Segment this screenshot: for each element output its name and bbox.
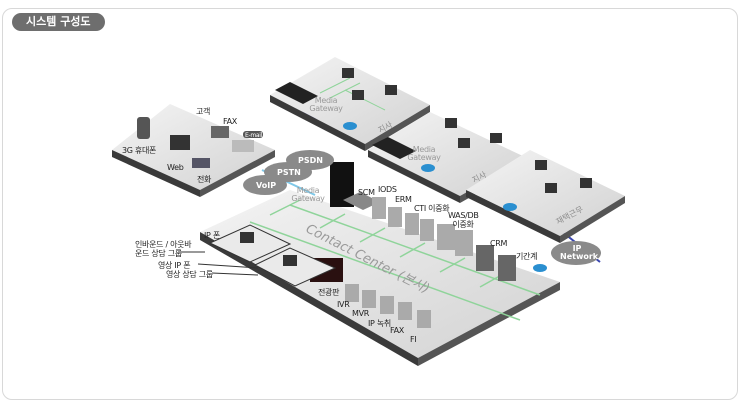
agent-monitor-icon xyxy=(240,232,254,243)
label-fax: FAX xyxy=(223,117,237,126)
label-customer: 고객 xyxy=(196,107,211,116)
server-icon xyxy=(372,197,386,219)
label-iods: IODS xyxy=(378,185,397,194)
gateway-label-branch-1: Media Gateway xyxy=(309,96,343,113)
scm-device-icon xyxy=(343,192,380,210)
server-icon xyxy=(388,207,402,227)
server-icon xyxy=(476,245,494,271)
agent-monitor-icon xyxy=(458,138,470,148)
router-icon xyxy=(533,264,547,272)
router-icon xyxy=(343,122,357,130)
agent-monitor-icon xyxy=(545,183,557,193)
label-mvr: MVR xyxy=(352,309,370,318)
voip-label: VoIP xyxy=(256,181,277,190)
leader-lines xyxy=(178,251,259,276)
server-icon xyxy=(417,310,431,328)
label-fi: FI xyxy=(410,335,417,344)
platform-main xyxy=(200,162,560,366)
label-web: Web xyxy=(167,163,184,172)
page-title: 시스템 구성도 xyxy=(12,13,105,31)
router-icon xyxy=(503,203,517,211)
server-icon xyxy=(455,230,473,256)
gateway-device-icon xyxy=(275,82,318,104)
agent-monitor-icon xyxy=(385,85,397,95)
router-icon xyxy=(421,164,435,172)
server-icon xyxy=(437,224,455,250)
platform-branch-1 xyxy=(270,57,430,151)
pstn-label: PSTN xyxy=(277,168,301,177)
label-crm: CRM xyxy=(490,239,508,248)
label-mobile: 3G 휴대폰 xyxy=(122,146,157,155)
label-scm: SCM xyxy=(358,188,375,197)
gateway-device-icon xyxy=(372,137,416,159)
server-icon xyxy=(345,284,359,302)
label-ivr: IVR xyxy=(337,300,350,309)
agent-monitor-icon xyxy=(490,133,502,143)
fax-icon xyxy=(211,126,229,138)
label-cti: CTI 이중화 xyxy=(414,204,450,213)
label-video-group: 영상 상담 그룹 xyxy=(166,270,213,279)
server-icon xyxy=(362,290,376,308)
video-group-area xyxy=(253,247,337,287)
label-ip-recording: IP 녹취 xyxy=(368,319,391,328)
label-email: E-mail xyxy=(245,132,263,139)
label-display-board: 전광판 xyxy=(318,288,340,297)
cloud-voip xyxy=(243,175,287,195)
agent-monitor-icon xyxy=(342,68,354,78)
email-badge-icon xyxy=(243,131,263,138)
ip-network-label: IP Network xyxy=(560,244,599,261)
label-video-ip-phone: 영상 IP 폰 xyxy=(158,261,191,270)
server-icon xyxy=(498,255,516,281)
server-icon xyxy=(380,296,394,314)
agent-monitor-icon xyxy=(535,160,547,170)
label-ip-phone: IP 폰 xyxy=(204,231,220,240)
platform-customer xyxy=(112,104,275,197)
gateway-label-main: Media Gateway xyxy=(291,186,325,203)
cloud-ip-network xyxy=(551,241,601,265)
mobile-phone-icon xyxy=(137,117,150,139)
agent-group-area xyxy=(208,224,292,263)
email-icon xyxy=(232,140,254,152)
agent-monitor-icon xyxy=(283,255,297,266)
label-fax-server: FAX xyxy=(390,326,404,335)
agent-monitor-icon xyxy=(352,90,364,100)
server-icon xyxy=(405,213,419,235)
server-icon xyxy=(398,302,412,320)
agent-monitor-icon xyxy=(580,178,592,188)
label-core-system: 기간계 xyxy=(516,252,538,261)
psdn-label: PSDN xyxy=(298,156,323,165)
platform-branch-3 xyxy=(466,150,625,243)
server-icons xyxy=(345,197,516,328)
label-erm: ERM xyxy=(395,195,412,204)
clouds xyxy=(243,150,601,265)
label-phone: 전화 xyxy=(197,175,212,184)
web-monitor-icon xyxy=(170,135,190,150)
agent-monitor-icon xyxy=(445,118,457,128)
label-was-db: WAS/DB 이중화 xyxy=(448,211,479,229)
phone-icon xyxy=(192,158,210,168)
label-inbound-group: 인바운드 / 아웃바운드 상담 그룹 xyxy=(135,240,192,258)
gateway-label-branch-2: Media Gateway xyxy=(407,145,441,162)
server-icon xyxy=(420,219,434,241)
